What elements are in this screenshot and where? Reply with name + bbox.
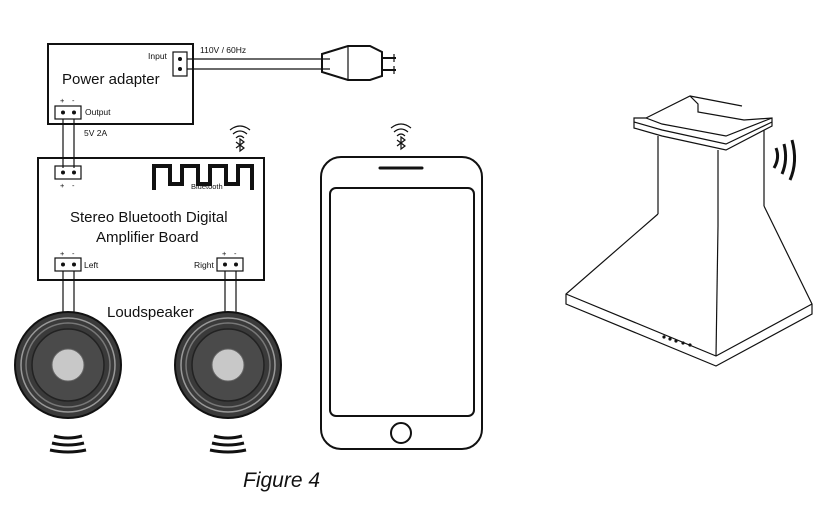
right-label: Right [194, 260, 214, 270]
sound-wave-icon [49, 434, 87, 454]
amp-power-minus: - [72, 181, 75, 190]
left-plus: + [60, 249, 65, 258]
right-terminal-pin [223, 262, 227, 267]
input-terminal [172, 51, 188, 77]
right-minus: - [234, 249, 237, 258]
right-terminal-pin [234, 262, 238, 267]
smartphone-icon [320, 156, 483, 450]
amplifier-title-line2: Amplifier Board [96, 229, 199, 246]
amplifier-title-line1: Stereo Bluetooth Digital [70, 209, 228, 226]
amplifier-box [37, 157, 265, 281]
amplifier-board: + - Bluetooth Stereo Bluetooth Digital A… [37, 157, 265, 281]
loudspeaker-label: Loudspeaker [107, 304, 194, 321]
speaker-wires [62, 271, 237, 318]
input-label: Input [148, 51, 168, 61]
left-terminal-pin [61, 262, 65, 267]
output-terminal [54, 105, 82, 120]
output-plus: + [60, 96, 65, 105]
sound-wave-icon [772, 139, 797, 181]
amp-power-pin [72, 170, 76, 175]
power-adapter: Power adapter Input + - Output [47, 43, 194, 125]
left-terminal [54, 257, 82, 272]
dc-cable: 5V 2A [62, 119, 107, 168]
left-label: Left [84, 260, 99, 270]
left-minus: - [72, 249, 75, 258]
output-terminal-pin [72, 110, 76, 115]
right-loudspeaker [174, 311, 282, 419]
dc-output-label: 5V 2A [84, 128, 107, 138]
bluetooth-antenna-trace [152, 164, 254, 190]
output-terminal-pin [61, 110, 65, 115]
range-hood-icon [565, 95, 813, 367]
power-plug-icon [321, 45, 396, 81]
sound-wave-icon [209, 434, 247, 454]
right-plus: + [222, 249, 227, 258]
amp-power-pin [61, 170, 65, 175]
output-minus: - [72, 96, 75, 105]
output-label: Output [85, 107, 111, 117]
amp-power-plus: + [60, 181, 65, 190]
power-adapter-box [47, 43, 194, 125]
bluetooth-label: Bluetooth [191, 182, 223, 191]
input-terminal-pin [178, 57, 182, 61]
amp-power-terminal [54, 165, 82, 180]
mains-voltage-label: 110V / 60Hz [200, 45, 246, 55]
power-adapter-title: Power adapter [62, 71, 160, 88]
bluetooth-icon [390, 123, 412, 151]
home-button [390, 422, 412, 444]
left-loudspeaker [14, 311, 122, 419]
mains-cable: 110V / 60Hz [187, 45, 330, 70]
bluetooth-icon [229, 125, 251, 153]
input-terminal-pin [178, 67, 182, 71]
right-terminal [216, 257, 244, 272]
figure-caption: Figure 4 [243, 469, 320, 492]
left-terminal-pin [72, 262, 76, 267]
